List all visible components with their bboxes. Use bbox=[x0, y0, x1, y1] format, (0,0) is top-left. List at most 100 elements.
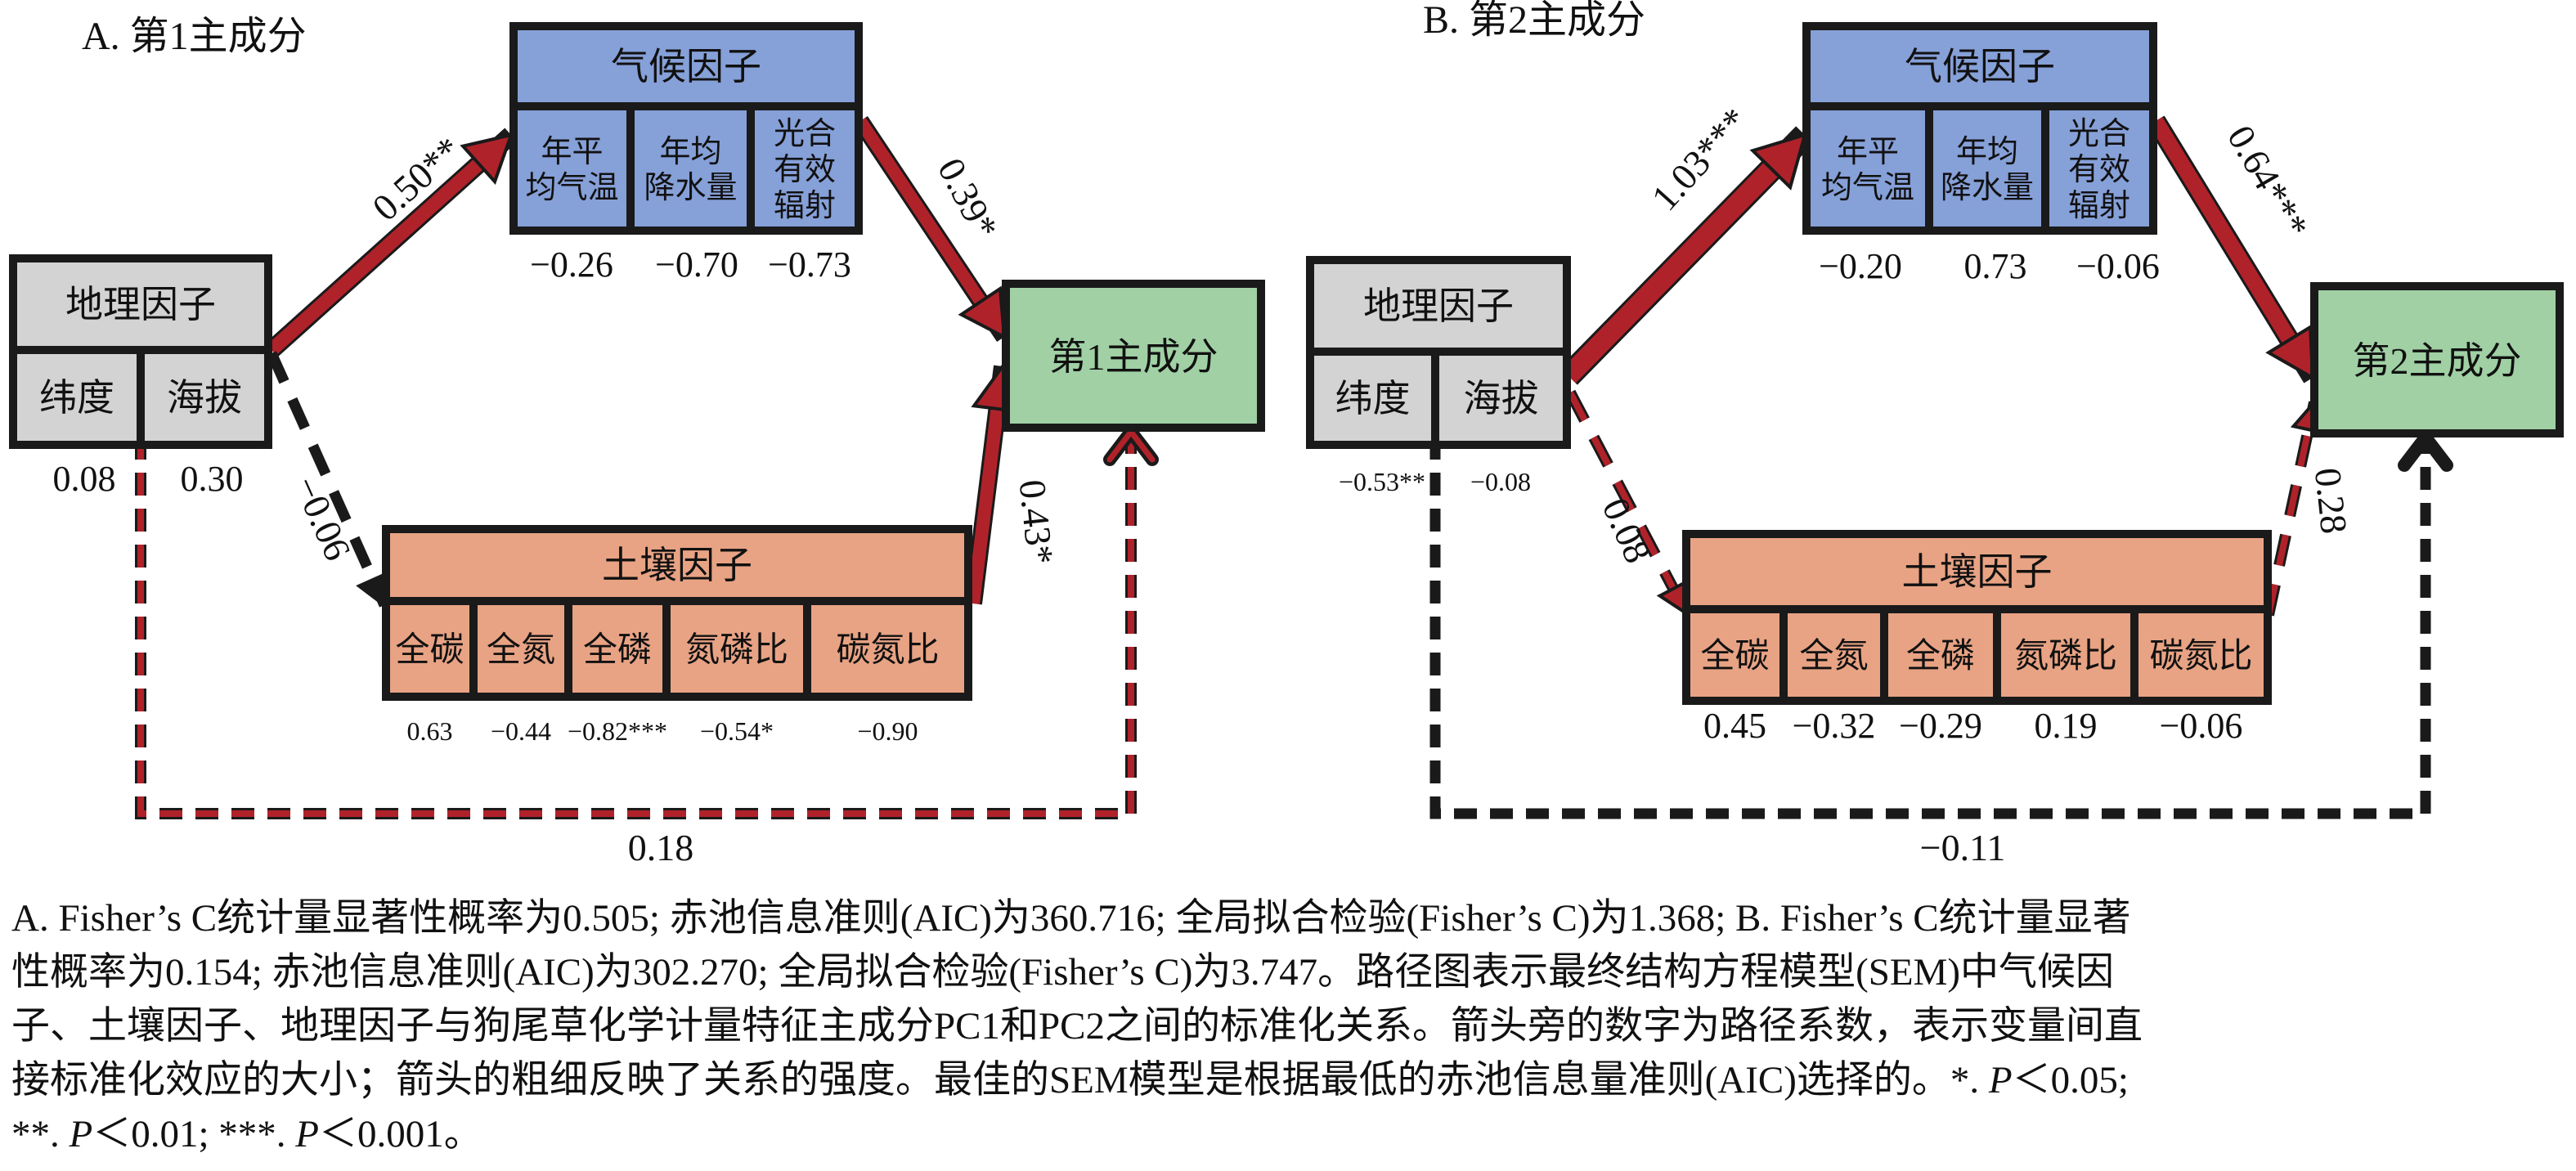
soil-factor-box bbox=[382, 525, 972, 701]
geographic-variable-label: 海拔 bbox=[167, 377, 242, 419]
soil-loading: −0.06 bbox=[2160, 706, 2243, 746]
path-coefficient: 0.28 bbox=[2307, 466, 2355, 536]
path-soil-to-outcome: 0.43* bbox=[964, 362, 1062, 605]
panel-b: B. 第2主成分 1.03*** 0.64*** 0.28 0.08 −0.11 气候因子年… bbox=[1306, 0, 2564, 867]
panel-title: B. 第2主成分 bbox=[1423, 0, 1645, 42]
climate-factor-box bbox=[1802, 22, 2157, 235]
principal-component-box bbox=[1002, 280, 1265, 432]
path-climate-to-outcome: 0.64*** bbox=[2147, 115, 2322, 384]
soil-loading: −0.29 bbox=[1899, 706, 1982, 746]
climate-variable-label: 有效 bbox=[774, 153, 836, 187]
geographic-loading: −0.53** bbox=[1339, 467, 1425, 496]
caption-line-4: 接标准化效应的大小；箭头的粗细反映了关系的强度。最佳的SEM模型是根据最低的赤池… bbox=[11, 1059, 1989, 1101]
soil-variable-label: 碳氮比 bbox=[2149, 638, 2252, 675]
figure-caption: A. Fisher’s C统计量显著性概率为0.505; 赤池信息准则(AIC)… bbox=[11, 891, 2563, 1161]
soil-loading: −0.54* bbox=[700, 716, 774, 746]
path-arrow-shaft bbox=[1561, 145, 1795, 384]
climate-factor-title: 气候因子 bbox=[611, 46, 761, 87]
soil-variable-label: 氮磷比 bbox=[685, 632, 788, 670]
climate-variable-label: 有效 bbox=[2068, 153, 2130, 187]
caption-line-2: 性概率为0.154; 赤池信息准则(AIC)为302.270; 全局拟合检验(F… bbox=[11, 951, 2115, 994]
soil-loading: −0.44 bbox=[491, 716, 551, 746]
geographic-factor-title: 地理因子 bbox=[1363, 285, 1514, 327]
p-symbol: P bbox=[69, 1113, 93, 1155]
path-coefficient: 0.43* bbox=[1012, 478, 1062, 566]
climate-loading: −0.06 bbox=[2076, 246, 2160, 286]
path-arrow-shaft bbox=[967, 389, 1007, 604]
principal-component-title: 第2主成分 bbox=[2353, 340, 2522, 382]
climate-loading: −0.73 bbox=[768, 245, 851, 285]
path-geo-to-soil: −0.06 bbox=[267, 351, 389, 608]
climate-loading: −0.26 bbox=[530, 245, 613, 285]
caption-p001: ＜0.01; ***. bbox=[92, 1113, 296, 1155]
geographic-loading: 0.30 bbox=[181, 459, 244, 499]
climate-loading: −0.70 bbox=[655, 245, 738, 285]
soil-factor-title: 土壤因子 bbox=[602, 545, 752, 586]
soil-loading: −0.82*** bbox=[568, 716, 667, 746]
geographic-variable-label: 纬度 bbox=[39, 377, 114, 419]
climate-variable-label: 光合 bbox=[774, 117, 836, 151]
caption-line-3: 子、土壤因子、地理因子与狗尾草化学计量特征主成分PC1和PC2之间的标准化关系。… bbox=[11, 1005, 2143, 1048]
geographic-variable-label: 海拔 bbox=[1464, 378, 1539, 419]
soil-variable-label: 全碳 bbox=[395, 631, 464, 670]
panel-title: A. 第1主成分 bbox=[82, 15, 307, 58]
panel-a: A. 第1主成分0.50**0.39*0.43*−0.060.18气候因子年平均… bbox=[9, 15, 1265, 867]
caption-sig2: **. bbox=[11, 1113, 70, 1155]
path-geo-to-climate: 1.03*** bbox=[1560, 100, 1814, 385]
path-coefficient: −0.11 bbox=[1920, 827, 2006, 867]
soil-factor-title: 土壤因子 bbox=[1902, 551, 2053, 593]
geographic-loading: −0.08 bbox=[1470, 467, 1531, 496]
geographic-factor-title: 地理因子 bbox=[65, 284, 216, 325]
soil-variable-label: 碳氮比 bbox=[836, 632, 939, 670]
principal-component-node: 第2主成分 bbox=[2310, 282, 2564, 437]
climate-factor-title: 气候因子 bbox=[1905, 46, 2055, 87]
path-arrow-dashed bbox=[2265, 402, 2318, 616]
climate-variable-label: 降水量 bbox=[644, 171, 737, 205]
soil-variable-label: 全氮 bbox=[487, 631, 555, 670]
path-coefficient: 0.08 bbox=[1594, 492, 1658, 569]
geographic-loading: 0.08 bbox=[53, 459, 116, 499]
climate-variable-label: 辐射 bbox=[2068, 189, 2130, 223]
soil-variable-label: 全碳 bbox=[1700, 637, 1769, 675]
path-arrow-shaft bbox=[2148, 117, 2307, 361]
caption-line-1: A. Fisher’s C统计量显著性概率为0.505; 赤池信息准则(AIC)… bbox=[11, 897, 2131, 940]
soil-loading: 0.63 bbox=[407, 716, 453, 746]
climate-variable-label: 降水量 bbox=[1941, 171, 2034, 205]
principal-component-node: 第1主成分 bbox=[1002, 280, 1265, 432]
climate-variable-label: 年均 bbox=[1956, 135, 2018, 169]
arrowhead-icon bbox=[460, 132, 514, 185]
path-geo-to-climate: 0.50** bbox=[265, 128, 518, 357]
soil-variable-label: 全磷 bbox=[583, 631, 652, 670]
caption-p0001: ＜0.001。 bbox=[319, 1113, 482, 1155]
soil-loading: 0.45 bbox=[1703, 706, 1766, 746]
sem-path-diagram: A. 第1主成分0.50**0.39*0.43*−0.060.18气候因子年平均… bbox=[9, 0, 2564, 867]
path-arrow-dashed bbox=[137, 401, 1134, 817]
p-symbol: P bbox=[295, 1113, 319, 1155]
geographic-variable-label: 纬度 bbox=[1335, 378, 1411, 419]
climate-variable-label: 年平 bbox=[541, 135, 603, 169]
caption-p005: ＜0.05; bbox=[2012, 1059, 2129, 1101]
climate-variable-label: 均气温 bbox=[1821, 171, 1914, 205]
climate-variable-label: 年均 bbox=[659, 135, 721, 169]
path-arrow-dashed bbox=[1429, 401, 2431, 819]
path-geo-to-outcome: −0.11 bbox=[1429, 401, 2453, 867]
path-coefficient: 0.18 bbox=[628, 827, 694, 867]
climate-factor-box bbox=[509, 22, 863, 235]
climate-variable-label: 年平 bbox=[1837, 135, 1899, 169]
path-arrow-dashed bbox=[267, 351, 389, 608]
climate-variable-label: 光合 bbox=[2068, 117, 2130, 151]
climate-variable-label: 均气温 bbox=[525, 171, 618, 205]
climate-loading: 0.73 bbox=[1964, 246, 2027, 286]
soil-variable-label: 氮磷比 bbox=[2014, 638, 2117, 675]
path-arrow-shaft bbox=[267, 146, 498, 356]
principal-component-title: 第1主成分 bbox=[1049, 336, 1218, 378]
soil-loading: −0.90 bbox=[857, 716, 918, 746]
path-arrow-shaft bbox=[855, 117, 996, 321]
climate-loading: −0.20 bbox=[1819, 246, 1902, 286]
